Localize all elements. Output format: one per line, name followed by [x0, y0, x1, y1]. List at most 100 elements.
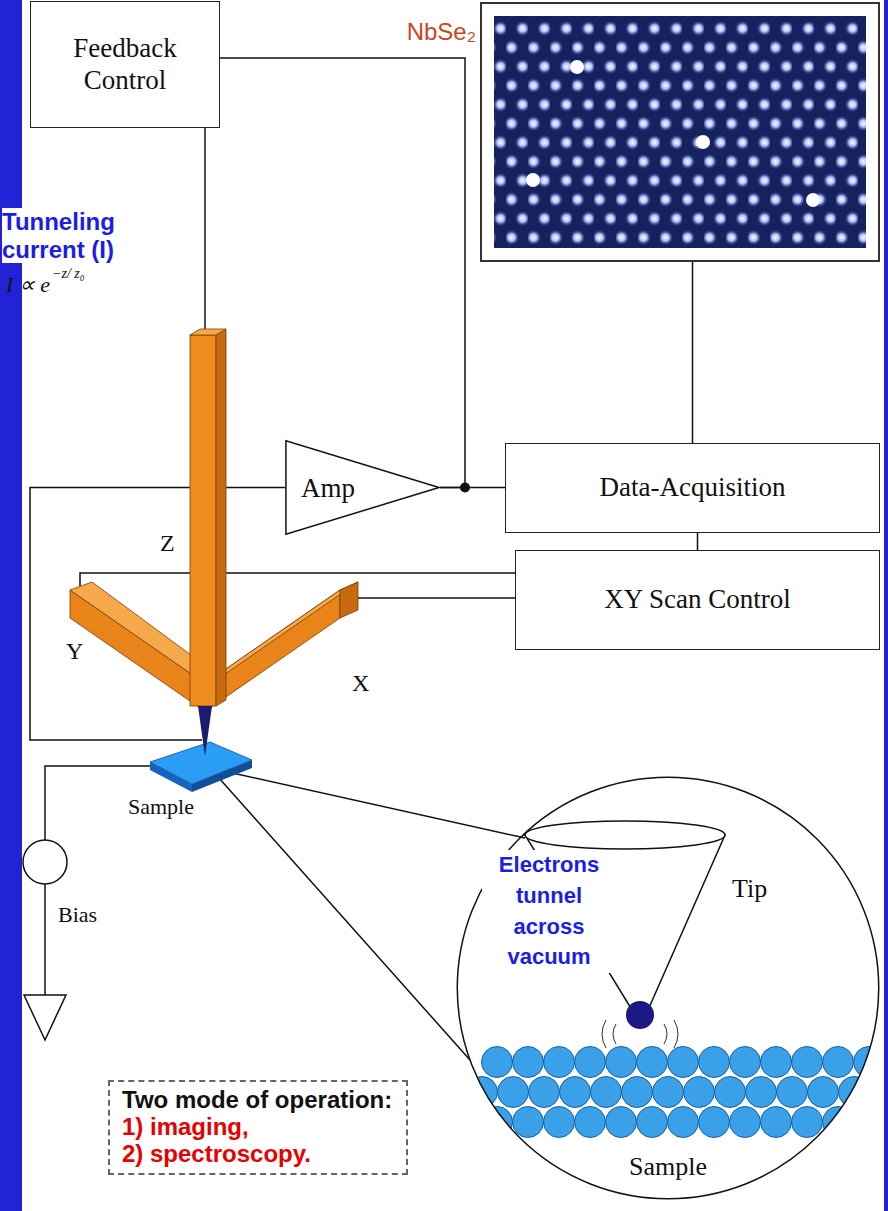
feedback-wire: [204, 128, 206, 336]
atom: [575, 1047, 606, 1078]
atom: [730, 1047, 761, 1078]
atom: [792, 1107, 823, 1138]
formula-text: I ∝ e: [6, 272, 50, 298]
z-piezo-top: [190, 329, 226, 335]
atom: [591, 1077, 622, 1108]
atom: [637, 1047, 668, 1078]
image-ground: [494, 16, 866, 248]
atom: [730, 1107, 761, 1138]
atom: [854, 1107, 885, 1138]
atom: [668, 1107, 699, 1138]
wave: [613, 1024, 616, 1044]
atom: [668, 1047, 699, 1078]
tunneling-waves: [602, 1020, 678, 1048]
circle-outline: [456, 776, 880, 1200]
sample-name: NbSe₂: [407, 18, 476, 46]
atom: [823, 1107, 854, 1138]
atom: [482, 1047, 513, 1078]
note-box: Two mode of operation:1) imaging,2) spec…: [108, 1080, 408, 1175]
signal-wire: [220, 58, 470, 493]
closeup-label: Tip: [732, 874, 767, 904]
box-label: Data-Acquisition: [600, 472, 786, 503]
wire-line: [692, 262, 694, 443]
amp-symbol: [286, 441, 439, 534]
white-panel: [22, 0, 884, 1211]
closeup-label: Sample: [456, 1152, 880, 1182]
atom: [761, 1047, 792, 1078]
atom: [792, 1047, 823, 1078]
atom: [777, 1077, 808, 1108]
y-wire: [80, 573, 515, 586]
image-monitor: NbSe₂: [480, 2, 880, 262]
signal-wire: [692, 262, 693, 443]
stm-tip: [198, 706, 212, 756]
amp-label: Amp: [301, 472, 355, 503]
process-box: Data-Acquisition: [505, 443, 880, 533]
atom: [761, 1107, 792, 1138]
wave: [602, 1020, 606, 1048]
axis-label: X: [352, 670, 369, 697]
plate-top: [150, 742, 252, 784]
ground-symbol: [24, 995, 66, 1040]
closeup-circle: TipSample: [456, 776, 880, 1200]
part-label: Sample: [128, 794, 194, 820]
atom: [684, 1077, 715, 1108]
atom: [575, 1107, 606, 1138]
wire-line: [697, 533, 699, 550]
z-piezo-side: [216, 329, 226, 706]
atom: [823, 1047, 854, 1078]
atom: [529, 1077, 560, 1108]
wave: [664, 1024, 667, 1044]
tip-cone-top: [525, 821, 725, 849]
atom: [606, 1047, 637, 1078]
control-box: Feedback Control: [30, 1, 220, 128]
stm-image: [494, 16, 866, 248]
atom: [544, 1107, 575, 1138]
axis-label: Y: [66, 638, 83, 665]
wire-line: [220, 58, 465, 488]
signal-label: Tunneling current (I): [2, 208, 134, 263]
bright-atom: [696, 135, 710, 149]
formula-exponent: −z/ z₀: [52, 266, 85, 282]
ground-wire: [44, 884, 46, 995]
bright-atom: [526, 173, 540, 187]
atom: [699, 1107, 730, 1138]
current-wire: [30, 488, 285, 741]
axis-label: Z: [160, 530, 175, 557]
atom: [715, 1077, 746, 1108]
atom: [637, 1107, 668, 1138]
part-label: Bias: [58, 902, 97, 928]
atom: [808, 1077, 839, 1108]
note-text: 2) spectroscopy.: [122, 1141, 394, 1168]
amplifier-triangle: Amp: [285, 440, 440, 535]
bright-atom: [570, 60, 584, 74]
bright-atom: [806, 193, 820, 207]
x-wire: [358, 597, 515, 599]
atom: [467, 1077, 498, 1108]
atom: [699, 1047, 730, 1078]
bias-source: [23, 840, 67, 884]
atom: [544, 1047, 575, 1078]
tip-apex-atom: [626, 1001, 654, 1029]
z-piezo: [190, 335, 216, 706]
note-text: Two mode of operation:: [122, 1087, 394, 1114]
box-label: Feedback Control: [50, 33, 200, 95]
atom: [498, 1077, 529, 1108]
box-label: XY Scan Control: [604, 584, 790, 615]
atom: [606, 1107, 637, 1138]
junction-dot: [460, 483, 470, 493]
atom: [560, 1077, 591, 1108]
sample-plate: [150, 742, 252, 792]
atom: [622, 1077, 653, 1108]
note-text: 1) imaging,: [122, 1114, 394, 1141]
atom: [513, 1107, 544, 1138]
atom: [839, 1077, 870, 1108]
tip-closeup: [467, 821, 885, 1138]
zoom-line: [210, 768, 525, 838]
wires: [24, 128, 525, 1060]
atom-rows: [467, 1047, 885, 1138]
wave: [674, 1020, 678, 1048]
atom: [746, 1077, 777, 1108]
atom-lattice: [494, 16, 866, 248]
